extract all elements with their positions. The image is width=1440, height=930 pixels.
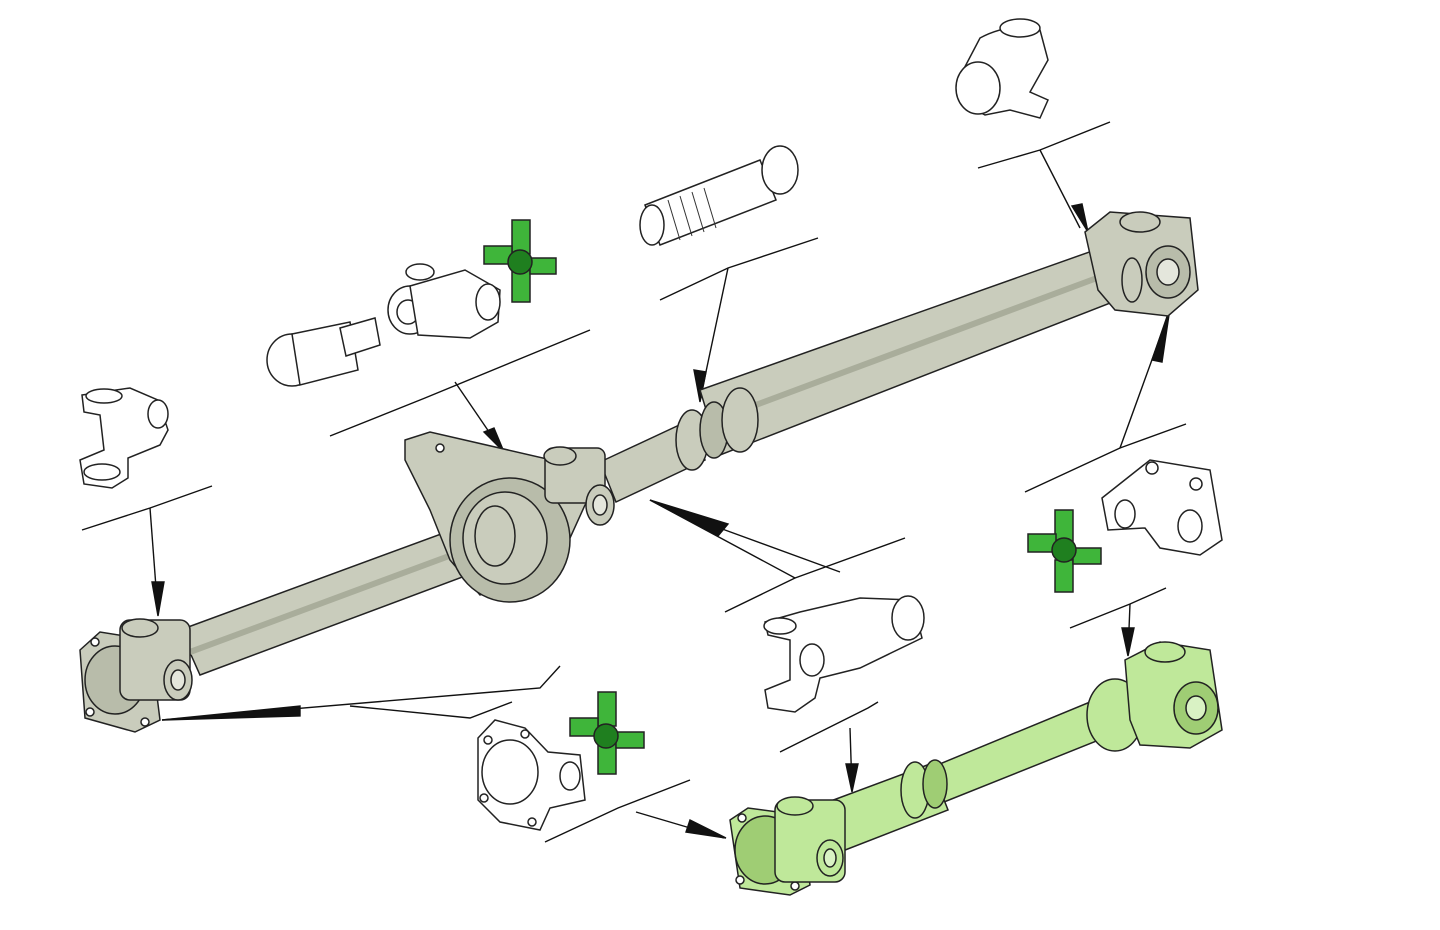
front-tube-thin (929, 701, 1105, 803)
flange-yoke-bottom (477, 719, 586, 831)
rear-drive-shaft-assembly (79, 211, 1199, 733)
end-yoke-top-right (955, 18, 1049, 119)
universal-joint-cross-right (1027, 509, 1102, 593)
slip-yoke-set (266, 263, 501, 387)
leader-arrow-top-right (977, 121, 1111, 169)
end-yoke-rear-left (79, 387, 169, 489)
rear-flange-yoke (79, 618, 193, 733)
front-flange-yoke (729, 796, 846, 896)
leader-arrow-stub-shaft (659, 237, 819, 301)
universal-joint-cross-top (483, 219, 557, 303)
leader-arrow-flange (161, 665, 561, 721)
center-u-joint (543, 446, 615, 526)
stub-shaft (639, 145, 799, 246)
leader-arrow-rear-yoke (81, 485, 213, 531)
leader-arrow-double-cardan (1118, 309, 1187, 450)
front-slip-yoke (763, 595, 925, 713)
leader-arrow-slip-yoke (329, 329, 591, 437)
leader-arrow-front-slip (779, 701, 879, 753)
universal-joint-cross-bottom (569, 691, 645, 775)
front-double-cardan-joint (1086, 641, 1223, 752)
rear-shaft-front-u-joint (1084, 211, 1199, 317)
leader-arrow-front-flange (544, 779, 691, 843)
leader-lines (81, 121, 1187, 843)
double-cardan-centering-yoke (1101, 459, 1223, 556)
rear-tube-front-section (699, 249, 1120, 456)
front-drive-shaft-assembly (729, 641, 1223, 896)
